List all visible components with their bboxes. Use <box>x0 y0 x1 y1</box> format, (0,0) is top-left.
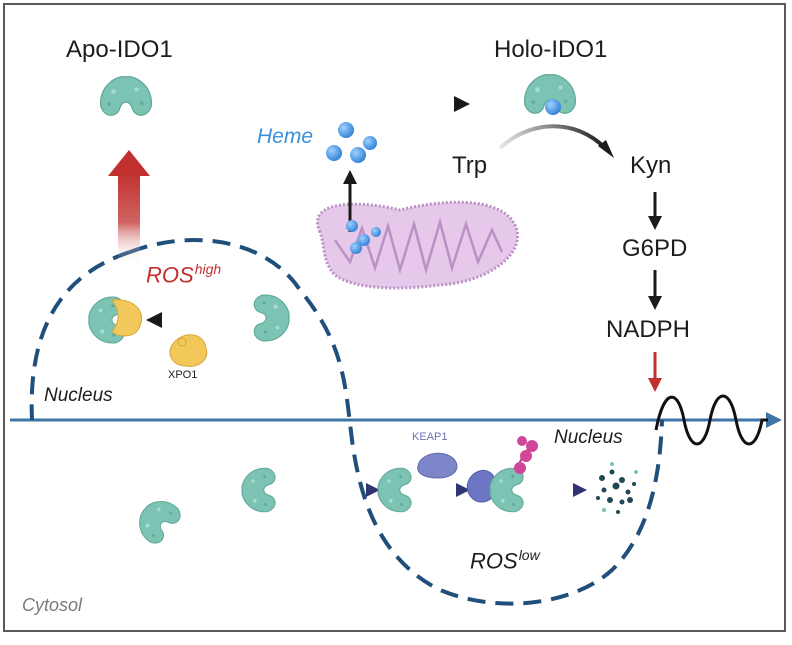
trp-to-kyn-arrow-head <box>598 140 614 158</box>
kyn-label: Kyn <box>630 152 672 179</box>
membrane-arrow-head <box>766 412 782 428</box>
g6pd-label: G6PD <box>622 235 688 262</box>
ubiquitin-chain-icon <box>514 436 538 474</box>
degradation-arrow <box>573 483 587 497</box>
heme-label: Heme <box>257 125 314 148</box>
apo-to-holo-arrow-head <box>454 96 470 112</box>
keap1-label: KEAP1 <box>412 431 448 443</box>
apo-ido1-label: Apo-IDO1 <box>66 36 173 63</box>
keap1-protein-icon <box>417 452 458 479</box>
ros-low-label: ROSlow <box>470 548 540 572</box>
kyn-to-g6pd-arrow <box>648 216 662 230</box>
membrane-wave-icon <box>654 394 768 446</box>
cytosol-label: Cytosol <box>22 595 83 615</box>
heme-molecule-icon <box>326 122 377 163</box>
ros-high-arrow-head <box>108 150 150 176</box>
ros-high-base: ROS <box>146 262 194 288</box>
import-arrow <box>366 483 380 497</box>
ros-high-sup: high <box>194 261 222 277</box>
ros-low-sup: low <box>518 547 540 563</box>
keap1-binding-arrow <box>456 483 470 497</box>
nadph-label: NADPH <box>606 316 691 343</box>
ros-high-label: ROShigh <box>146 262 221 286</box>
xpo1-label: XPO1 <box>168 369 198 381</box>
nadph-to-membrane-arrow <box>648 378 662 392</box>
nucleus-dashed-boundary <box>129 238 664 606</box>
xpo1-protein-icon <box>169 334 208 367</box>
ros-high-arrow-shaft <box>118 172 140 264</box>
xpo1-bound-ido1-icon <box>88 296 142 344</box>
g6pd-to-nadph-arrow <box>648 296 662 310</box>
trp-label: Trp <box>452 152 488 179</box>
degraded-fragments-icon <box>596 462 638 514</box>
nucleus-dashed-boundary-left <box>29 250 131 421</box>
nucleus-upper-label: Nucleus <box>44 385 113 406</box>
holo-ido1-label: Holo-IDO1 <box>494 36 608 63</box>
ros-low-base: ROS <box>470 548 518 574</box>
mito-to-heme-arrow-head <box>343 170 357 184</box>
trp-to-kyn-arrow <box>498 124 607 150</box>
nucleus-lower-label: Nucleus <box>554 427 623 448</box>
mito-heme-spheres <box>346 220 381 254</box>
holo-heme-icon <box>545 99 561 115</box>
keap1-ido1-complex-icon <box>466 467 524 513</box>
export-arrow-head <box>146 312 162 328</box>
